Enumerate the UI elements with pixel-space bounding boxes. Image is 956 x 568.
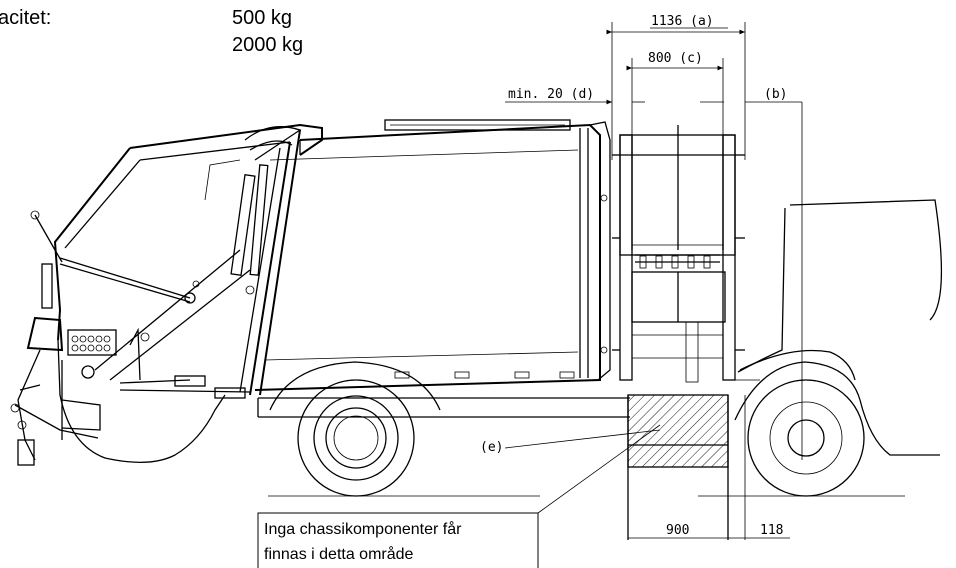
bin-frame [612,125,745,383]
cab [737,199,943,456]
spec-value-1: 500 kg [232,7,292,29]
zone-marker: (e) [480,440,503,455]
front-wheel [734,361,865,497]
restricted-zone [504,394,746,540]
dim-overall-width: 1136 (a) [651,14,714,29]
dim-min-clearance: min. 20 (d) [508,87,594,102]
dim-offset-b: (b) [764,87,787,102]
note-line-2: finnas i detta område [264,545,414,563]
compactor-body [254,119,611,391]
spec-label: acitet: [0,7,51,29]
control-buttons [71,335,111,352]
dim-zone-length: 900 [666,523,689,538]
bin-teeth [639,255,711,269]
tailgate [10,123,323,466]
note-line-1: Inga chassikomponenter får [264,520,462,538]
note-box: Inga chassikomponenter får finnas i dett… [257,424,661,568]
dim-inner-width: 800 (c) [648,51,703,66]
spec-value-2: 2000 kg [232,34,303,56]
dimension-lines [505,22,803,539]
dim-zone-offset: 118 [760,523,783,538]
chassis-frame [257,379,905,497]
rear-wheel [269,361,441,497]
